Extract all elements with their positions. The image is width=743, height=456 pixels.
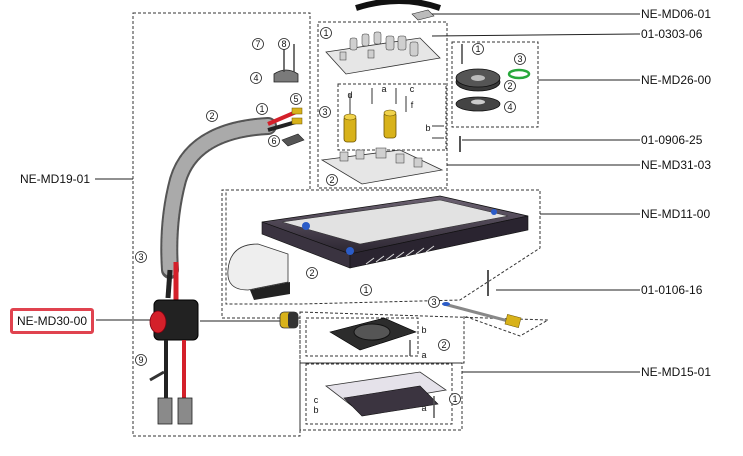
svg-text:1: 1 [323, 28, 328, 38]
callout-md31-b: b [425, 123, 430, 133]
svg-text:9: 9 [138, 355, 143, 365]
callout-md15-a: a [421, 403, 426, 413]
label-ne-md31-03: NE-MD31-03 [641, 158, 712, 172]
svg-text:2: 2 [329, 175, 334, 185]
bracket-board-part [325, 340, 448, 418]
label-ne-md11-00: NE-MD11-00 [641, 207, 711, 221]
svg-text:6: 6 [271, 136, 276, 146]
callout-md31-1: 1 [320, 27, 332, 39]
group-md15 [299, 362, 463, 431]
callout-md26-4: 4 [504, 101, 516, 113]
svg-text:1: 1 [363, 285, 368, 295]
label-01-0906-25: 01-0906-25 [641, 133, 703, 147]
callout-md15-b: b [313, 405, 318, 415]
callout-fan-b: b [421, 325, 426, 335]
cable-assembly-part [149, 44, 305, 425]
callout-md19-6: 6 [268, 135, 280, 147]
svg-text:3: 3 [517, 54, 522, 64]
group-md31-inner [337, 83, 447, 151]
svg-text:4: 4 [253, 73, 258, 83]
callout-md11-1: 1 [360, 284, 372, 296]
svg-text:7: 7 [255, 39, 260, 49]
svg-text:3: 3 [138, 252, 143, 262]
label-01-0106-16: 01-0106-16 [641, 283, 703, 297]
callout-md26-2: 2 [504, 80, 516, 92]
callout-md31-f: f [411, 100, 414, 110]
svg-text:2: 2 [309, 268, 314, 278]
callout-md31-a: a [381, 84, 386, 94]
svg-text:1: 1 [452, 394, 457, 404]
group-md31 [317, 21, 448, 189]
callout-shaft-3: 3 [428, 296, 440, 308]
group-md11 [225, 189, 541, 305]
svg-text:3: 3 [431, 297, 436, 307]
callout-md11-2: 2 [306, 267, 318, 279]
highlight-box [10, 308, 94, 334]
callouts: 1 3 2 d a c f b 1 3 2 4 7 8 4 5 1 2 6 3 … [135, 27, 526, 415]
callout-md19-1: 1 [256, 103, 268, 115]
group-md15-inner [305, 317, 419, 357]
group-md26 [451, 41, 539, 128]
svg-text:2: 2 [441, 340, 446, 350]
callout-md31-d: d [347, 90, 352, 100]
svg-text:1: 1 [259, 104, 264, 114]
group-md19 [132, 12, 311, 437]
motor-mount-part [455, 44, 531, 112]
label-ne-md26-00: NE-MD26-00 [641, 73, 712, 87]
label-01-0303-06: 01-0303-06 [641, 27, 703, 41]
callout-md15-c: c [314, 395, 319, 405]
fan-shaft-part [329, 302, 522, 351]
callout-md19-4: 4 [250, 72, 262, 84]
callout-md26-1: 1 [472, 43, 484, 55]
svg-text:4: 4 [507, 102, 512, 112]
label-ne-md30-00[interactable]: NE-MD30-00 [17, 314, 88, 328]
group-boxes [132, 12, 550, 437]
callout-md19-3: 3 [135, 251, 147, 263]
callout-md26-3: 3 [514, 53, 526, 65]
callout-md15-1: 1 [449, 393, 461, 405]
callout-md19-7: 7 [252, 38, 264, 50]
svg-text:3: 3 [322, 107, 327, 117]
callout-md19-2: 2 [206, 110, 218, 122]
callout-fan-a: a [421, 350, 426, 360]
callout-fan-2: 2 [438, 339, 450, 351]
label-ne-md15-01: NE-MD15-01 [641, 365, 712, 379]
callout-md31-3: 3 [319, 106, 331, 118]
callout-md19-8: 8 [278, 38, 290, 50]
svg-text:1: 1 [475, 44, 480, 54]
md06-cap-part [355, 0, 441, 21]
svg-text:2: 2 [209, 111, 214, 121]
svg-text:8: 8 [281, 39, 286, 49]
label-ne-md19-01: NE-MD19-01 [20, 172, 91, 186]
label-ne-md06-01: NE-MD06-01 [641, 7, 712, 21]
callout-md31-2: 2 [326, 174, 338, 186]
group-md15-board [305, 363, 453, 425]
callout-md31-c: c [410, 84, 415, 94]
callout-md19-5: 5 [290, 93, 302, 105]
leader-lines [95, 13, 641, 373]
svg-text:2: 2 [507, 81, 512, 91]
svg-text:5: 5 [293, 94, 298, 104]
chassis-part [227, 195, 529, 300]
control-board-part [320, 31, 461, 185]
callout-md19-9: 9 [135, 354, 147, 366]
